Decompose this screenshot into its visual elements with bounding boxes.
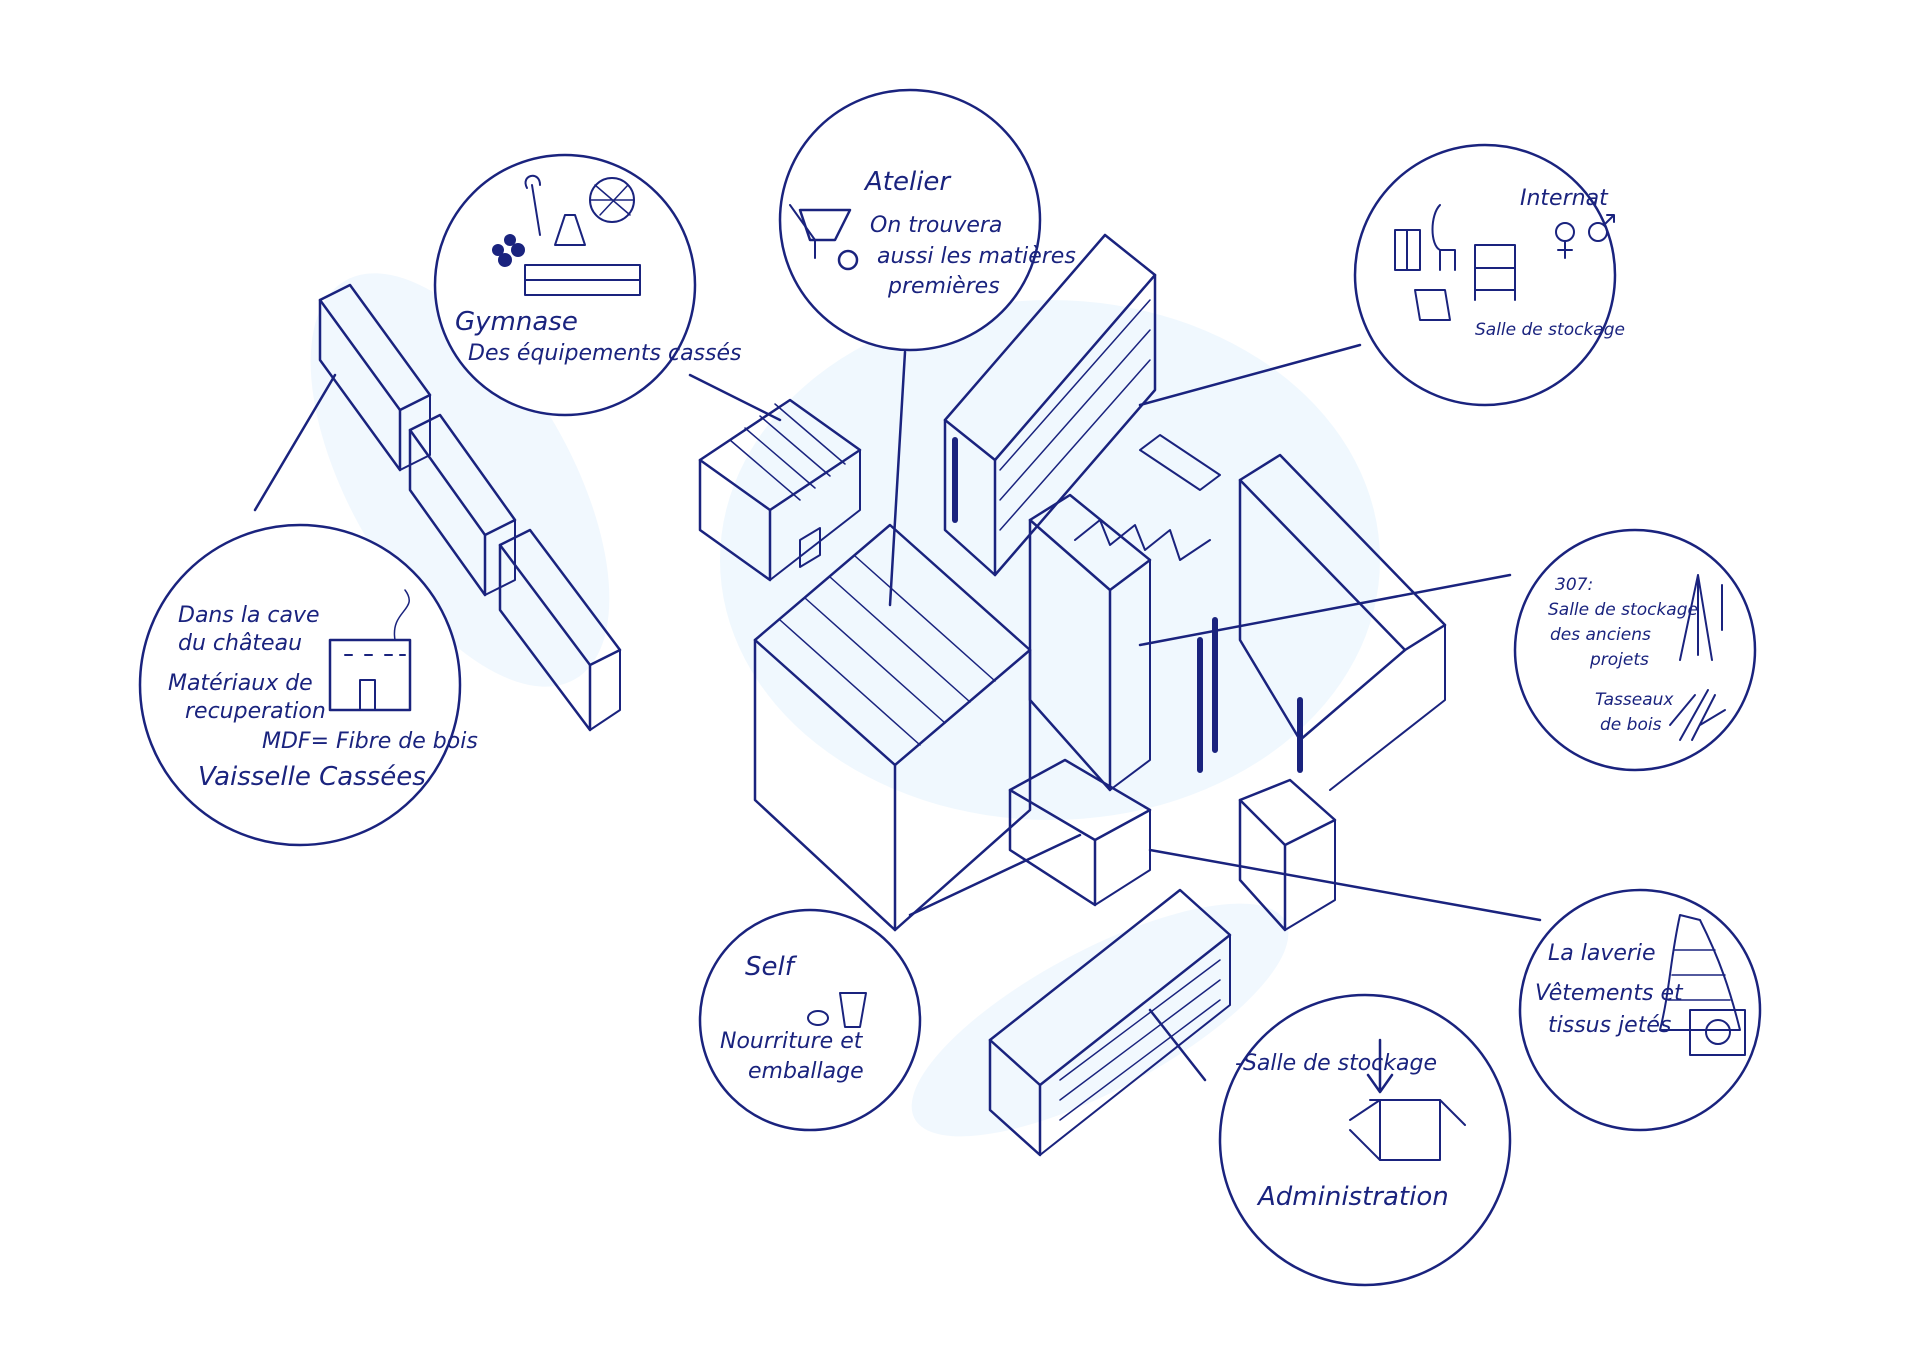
projets-text-3: des anciens <box>1550 625 1651 645</box>
building-central <box>1028 434 1221 792</box>
bubble-internat: Internat Salle de stockage <box>1353 143 1625 407</box>
bubble-atelier: Atelier On trouvera aussi les matières p… <box>778 88 1076 352</box>
wood-strips-icon <box>1669 689 1726 741</box>
gender-symbols-icon <box>1555 214 1615 259</box>
furniture-icons <box>1394 204 1516 321</box>
self-text-2: emballage <box>748 1059 864 1084</box>
cave-text-1: Dans la cave <box>178 603 320 628</box>
atelier-text-1: On trouvera <box>870 213 1002 238</box>
castle-icon <box>328 589 412 712</box>
administration-title: Administration <box>1256 1182 1449 1212</box>
self-text-1: Nourriture et <box>720 1029 864 1054</box>
laverie-text-1: Vêtements et <box>1535 981 1684 1006</box>
building-right <box>1238 453 1447 791</box>
leader-lines <box>253 343 1542 1082</box>
gymnase-text: Des équipements cassés <box>468 341 741 366</box>
atelier-text-2: aussi les matières <box>877 244 1076 269</box>
laverie-title: La laverie <box>1548 941 1656 966</box>
bubble-self: Self Nourriture et emballage <box>698 908 922 1132</box>
self-title: Self <box>745 952 798 982</box>
cave-text-2: du château <box>178 631 302 656</box>
bubble-gymnase: Gymnase Des équipements cassés <box>433 153 741 417</box>
laundry-pile-icon <box>1659 914 1746 1056</box>
cave-text-5: MDF= Fibre de bois <box>262 729 478 754</box>
bubble-projets: 307: Salle de stockage des anciens proje… <box>1513 528 1757 772</box>
wheelbarrow-icon <box>789 204 859 271</box>
building-atelier <box>753 523 1032 932</box>
storage-box-icon <box>1349 1038 1466 1161</box>
bubble-administration: -Salle de stockage Administration <box>1218 993 1512 1287</box>
cave-text-3: Matériaux de <box>168 671 313 696</box>
cave-text-4: recuperation <box>185 699 326 724</box>
projets-text-1: 307: <box>1555 575 1593 595</box>
building-gymnase <box>698 398 862 582</box>
bubble-laverie: La laverie Vêtements et tissus jetés <box>1518 888 1762 1132</box>
projets-text-4: projets <box>1589 650 1649 670</box>
tripod-icon <box>1679 574 1723 661</box>
building-administration <box>988 888 1232 1157</box>
projets-text-6: de bois <box>1600 715 1662 735</box>
internat-text: Salle de stockage <box>1475 320 1625 340</box>
atelier-text-3: premières <box>887 274 1000 299</box>
administration-text-1: -Salle de stockage <box>1235 1051 1437 1076</box>
food-packaging-icon <box>807 992 867 1028</box>
cave-text-6: Vaisselle Cassées <box>198 762 426 792</box>
projets-text-5: Tasseaux <box>1595 690 1674 710</box>
internat-title: Internat <box>1520 186 1609 211</box>
sports-equipment-icon <box>492 174 641 296</box>
building-left-row <box>318 283 622 732</box>
atelier-title: Atelier <box>863 167 952 197</box>
gymnase-title: Gymnase <box>455 307 578 337</box>
building-internat <box>943 233 1157 577</box>
laverie-text-2: tissus jetés <box>1548 1013 1671 1038</box>
building-small-boxes <box>1008 758 1337 932</box>
bubble-cave: Dans la cave du château Matériaux de rec… <box>138 523 478 847</box>
projets-text-2: Salle de stockage <box>1548 600 1698 620</box>
